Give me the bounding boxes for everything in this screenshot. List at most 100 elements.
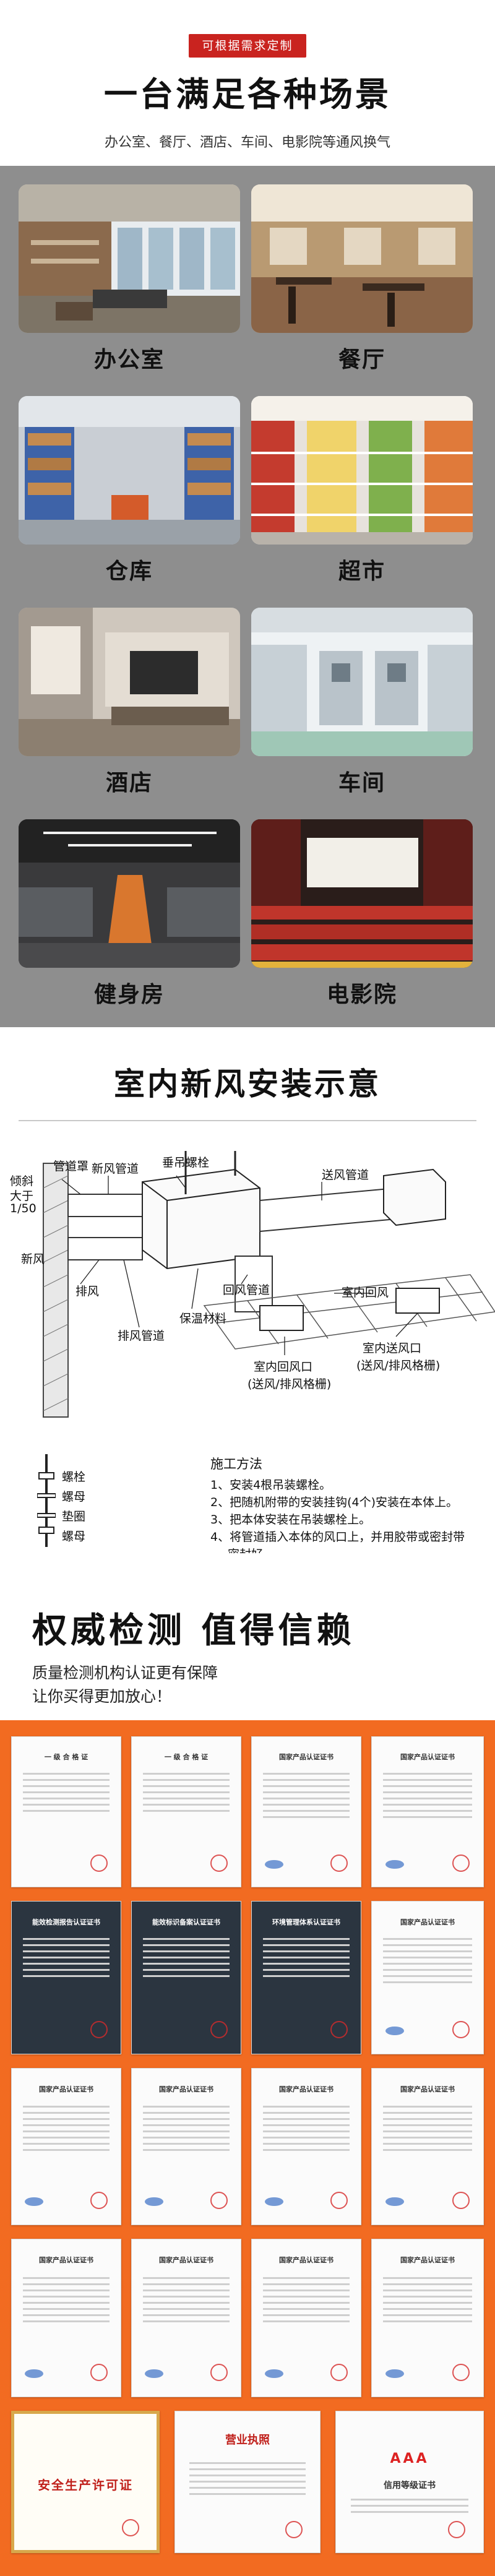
certificate: 能效标识备案认证证书 <box>131 1901 241 2054</box>
certificate-title: 国家产品认证证书 <box>39 2085 93 2094</box>
seal-icon <box>210 1854 228 1872</box>
certificate: 国家产品认证证书 <box>11 2239 121 2397</box>
install-step: 4、将管道插入本体的风口上，并用胶带或密封带 <box>210 1530 465 1544</box>
seal-icon <box>330 2021 348 2039</box>
certificate: 国家产品认证证书 <box>251 2239 361 2397</box>
install-title: 室内新风安装示意 <box>114 1066 381 1102</box>
label-fresh-air: 新风 <box>21 1252 45 1266</box>
warehouse-photo <box>19 396 240 545</box>
certificate-title: 国家产品认证证书 <box>159 2085 213 2094</box>
scenes-grid: 办公室 <box>0 166 495 1027</box>
certificate: 国家产品认证证书 <box>11 2068 121 2225</box>
label-return-port-note: (送风/排风格栅) <box>248 1377 332 1391</box>
install-step: 3、把本体安装在吊装螺栓上。 <box>210 1513 371 1527</box>
aaa-rating: AAA <box>390 2450 429 2466</box>
custom-badge: 可根据需求定制 <box>189 34 306 58</box>
certificate: 国家产品认证证书 <box>371 2239 484 2397</box>
certificate: 环境管理体系认证证书 <box>251 1901 361 2054</box>
certificate-title: 能效标识备案认证证书 <box>152 1918 220 1926</box>
certificate-title: 一 级 合 格 证 <box>164 1753 209 1762</box>
certificate: 一 级 合 格 证 <box>11 1736 121 1887</box>
workshop-photo <box>251 608 473 756</box>
safety-license: 安全生产许可证 <box>11 2411 160 2553</box>
certificate-title: 国家产品认证证书 <box>400 1918 455 1926</box>
credit-certificate-title: 信用等级证书 <box>384 2481 436 2491</box>
scene-card-restaurant: 餐厅 <box>251 184 473 384</box>
cert-logo-icon <box>25 2369 44 2378</box>
seal-icon <box>448 2521 466 2539</box>
label-insulation: 保温材料 <box>179 1312 227 1325</box>
cert-logo-icon <box>145 2369 164 2378</box>
business-license-title: 营业执照 <box>225 2433 270 2447</box>
cert-logo-icon <box>25 2197 44 2206</box>
label-duct-cover: 管道罩 <box>53 1160 89 1173</box>
cert-logo-icon <box>385 2197 404 2206</box>
certificate: 国家产品认证证书 <box>371 2068 484 2225</box>
label-supply-duct: 送风管道 <box>322 1168 369 1182</box>
seal-icon <box>122 2519 140 2536</box>
scene-card-hotel: 酒店 <box>19 608 240 807</box>
scene-card-office: 办公室 <box>19 184 240 384</box>
certificate-title: 国家产品认证证书 <box>279 2256 334 2265</box>
install-diagram-drawing <box>43 1151 495 1418</box>
label-return-duct: 回风管道 <box>223 1283 270 1297</box>
bolt-part-label: 螺栓 <box>62 1470 86 1484</box>
cert-logo-icon <box>145 2197 164 2206</box>
install-step: 2、把随机附带的安装挂钩(4个)安装在本体上。 <box>210 1496 458 1509</box>
seal-icon <box>452 2363 470 2381</box>
scene-label: 超市 <box>338 559 385 584</box>
restaurant-photo <box>251 184 473 333</box>
safety-license-title: 安全生产许可证 <box>38 2478 133 2492</box>
label-slope-1: 倾斜 <box>10 1174 34 1188</box>
scenes-headline: 一台满足各种场景 <box>104 75 391 114</box>
scene-label: 车间 <box>338 770 385 796</box>
cert-logo-icon <box>385 1859 404 1869</box>
scene-label: 办公室 <box>93 347 165 373</box>
method-title: 施工方法 <box>210 1457 262 1471</box>
certificate-title: 能效检测报告认证证书 <box>32 1918 100 1926</box>
certificate: 国家产品认证证书 <box>371 1901 484 2054</box>
certificate: 国家产品认证证书 <box>131 2239 241 2397</box>
seal-icon <box>210 2191 228 2209</box>
supermarket-photo <box>251 396 473 545</box>
certificate: 国家产品认证证书 <box>251 1736 361 1887</box>
certificate: 国家产品认证证书 <box>371 1736 484 1887</box>
seal-icon <box>452 2021 470 2039</box>
certificate: 国家产品认证证书 <box>251 2068 361 2225</box>
scene-label: 餐厅 <box>338 347 385 373</box>
certificate-wall: 一 级 合 格 证 一 级 合 格 证 国家产品认证证书 国家产品认证证书 <box>0 1720 495 2576</box>
seal-icon <box>90 2191 108 2209</box>
certs-title: 权威检测 值得信赖 <box>32 1611 355 1651</box>
scene-card-cinema: 电影院 <box>251 819 473 1019</box>
label-hanger-bolt: 垂吊螺栓 <box>162 1156 210 1170</box>
certificate-title: 一 级 合 格 证 <box>44 1753 88 1762</box>
install-step: 1、安装4根吊装螺栓。 <box>210 1478 332 1492</box>
cert-logo-icon <box>265 1859 284 1869</box>
office-photo <box>19 184 240 333</box>
label-exhaust-duct: 排风管道 <box>118 1329 165 1343</box>
certificate-title: 国家产品认证证书 <box>400 2085 455 2094</box>
divider <box>19 1120 476 1121</box>
seal-icon <box>330 2191 348 2209</box>
seal-icon <box>285 2521 303 2539</box>
certificate: 一 级 合 格 证 <box>131 1736 241 1887</box>
certificate-title: 国家产品认证证书 <box>159 2256 213 2265</box>
scene-label: 酒店 <box>105 770 153 796</box>
install-steps: 施工方法 1、安装4根吊装螺栓。 2、把随机附带的安装挂钩(4个)安装在本体上。… <box>210 1454 489 1563</box>
cert-logo-icon <box>385 2369 404 2378</box>
seal-icon <box>90 2363 108 2381</box>
seal-icon <box>210 2021 228 2039</box>
bolt-part-label: 垫圈 <box>62 1510 86 1523</box>
label-exhaust: 排风 <box>75 1285 100 1298</box>
certificate-title: 国家产品认证证书 <box>39 2256 93 2265</box>
scenes-subline: 办公室、餐厅、酒店、车间、电影院等通风换气 <box>104 135 390 150</box>
cinema-photo <box>251 819 473 968</box>
certificate-title: 国家产品认证证书 <box>400 2256 455 2265</box>
label-slope-3: 1/50 <box>10 1202 37 1215</box>
label-supply-port-note: (送风/排风格栅) <box>356 1359 441 1372</box>
business-license: 营业执照 <box>174 2411 321 2553</box>
cert-logo-icon <box>385 2027 404 2036</box>
gym-photo <box>19 819 240 968</box>
certs-line1: 质量检测机构认证更有保障 <box>32 1664 218 1682</box>
